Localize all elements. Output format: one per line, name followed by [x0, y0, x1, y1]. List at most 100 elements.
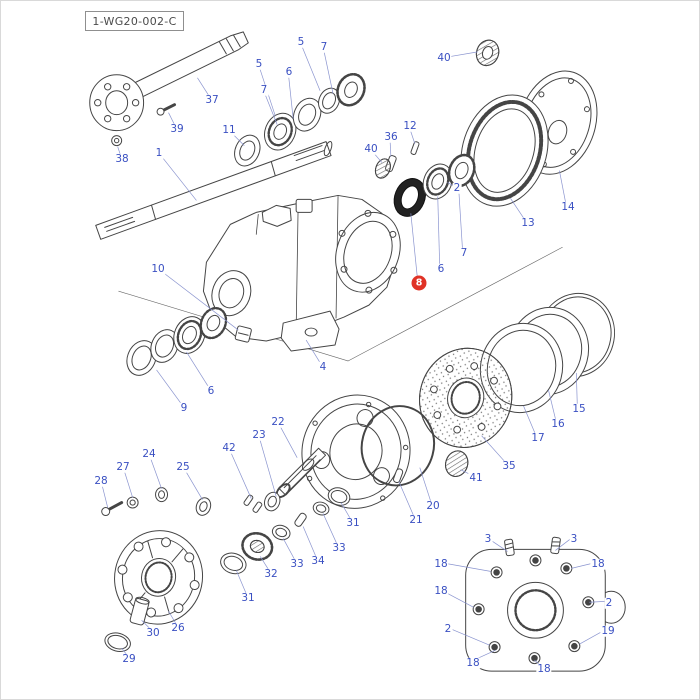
washer-23 [263, 491, 281, 512]
callout-20: 20 [425, 499, 441, 512]
sun-shaft-22 [275, 447, 327, 499]
bearing-stack-left [126, 306, 228, 376]
callout-6: 6 [436, 262, 446, 275]
bearing-right [422, 163, 453, 200]
callout-4: 4 [318, 360, 328, 373]
callout-21: 21 [408, 513, 424, 526]
pin-12 [410, 141, 420, 155]
callout-18: 18 [433, 584, 449, 597]
bearing-stack-top [234, 72, 366, 167]
o-ring-20 [360, 405, 436, 487]
callout-5: 5 [296, 35, 306, 48]
callout-39: 39 [169, 122, 185, 135]
plug-10 [234, 325, 252, 343]
callout-25: 25 [175, 460, 191, 473]
callout-9: 9 [179, 401, 189, 414]
callout-35: 35 [501, 459, 517, 472]
callout-24: 24 [141, 447, 157, 460]
callout-7: 7 [259, 83, 269, 96]
spacer-ring [318, 87, 341, 114]
bearing-cup [292, 97, 322, 132]
callout-17: 17 [530, 431, 546, 444]
drive-shaft-1 [95, 140, 333, 240]
callout-41: 41 [468, 471, 484, 484]
planet-gear-32 [241, 531, 274, 561]
callout-1: 1 [154, 146, 164, 159]
callout-13: 13 [520, 216, 536, 229]
pin-34 [294, 512, 307, 527]
ring-31a [220, 552, 247, 575]
callout-22: 22 [270, 415, 286, 428]
washer-27 [126, 496, 139, 509]
ring-31b [327, 487, 351, 506]
washer-33b [312, 501, 330, 516]
ring-11 [234, 134, 261, 167]
callout-18: 18 [536, 662, 552, 675]
callout-6: 6 [284, 65, 294, 78]
bolt-28 [101, 501, 124, 517]
bearing-cone [264, 112, 297, 151]
callout-14: 14 [560, 200, 576, 213]
pin-21 [393, 468, 404, 484]
callout-3: 3 [569, 532, 579, 545]
callout-7: 7 [319, 40, 329, 53]
callout-2: 2 [452, 181, 462, 194]
brake-disc-35 [419, 347, 513, 448]
inset-end-plate [465, 536, 626, 672]
callout-19: 19 [600, 624, 616, 637]
callout-2: 2 [604, 596, 614, 609]
stud-3b [550, 536, 561, 555]
callout-42: 42 [221, 441, 237, 454]
callout-40: 40 [363, 142, 379, 155]
callout-36: 36 [383, 130, 399, 143]
callout-2: 2 [443, 622, 453, 635]
diagram-code-box: 1-WG20-002-C [85, 11, 184, 31]
diagram-code: 1-WG20-002-C [92, 14, 177, 28]
callout-30: 30 [145, 626, 161, 639]
callout-38: 38 [114, 152, 130, 165]
callout-37: 37 [204, 93, 220, 106]
callout-10: 10 [150, 262, 166, 275]
callout-33: 33 [331, 541, 347, 554]
callout-26: 26 [170, 621, 186, 634]
pin-30 [129, 596, 150, 626]
callout-32: 32 [263, 567, 279, 580]
callout-7: 7 [459, 246, 469, 259]
callout-40: 40 [436, 51, 452, 64]
splined-gear [336, 72, 366, 107]
retainer-25 [195, 497, 212, 516]
bushing-40-top [475, 39, 500, 67]
callout-6: 6 [206, 384, 216, 397]
callout-18: 18 [465, 656, 481, 669]
callout-12: 12 [402, 119, 418, 132]
bushing-40-mid [374, 158, 391, 179]
seal-8 [393, 178, 426, 217]
stud-3a [504, 538, 515, 557]
callout-33: 33 [289, 557, 305, 570]
planet-gear-row [220, 487, 351, 575]
callout-31: 31 [345, 516, 361, 529]
callout-27: 27 [115, 460, 131, 473]
callout-28: 28 [93, 474, 109, 487]
callout-16: 16 [550, 417, 566, 430]
bolt-39 [156, 103, 176, 116]
callout-8-highlighted: 8 [411, 275, 427, 291]
snap-ring-29 [104, 632, 131, 652]
callout-15: 15 [571, 402, 587, 415]
callout-23: 23 [251, 428, 267, 441]
nut-38 [111, 135, 123, 147]
callout-11: 11 [221, 123, 237, 136]
callout-3: 3 [483, 532, 493, 545]
coupling-flange [89, 74, 145, 132]
callout-5: 5 [254, 57, 264, 70]
inset-bolts [472, 554, 595, 665]
callout-18: 18 [433, 557, 449, 570]
washer-33a [271, 524, 291, 541]
callout-34: 34 [310, 554, 326, 567]
axle-housing-4 [202, 194, 401, 352]
ring-gear-13 [460, 94, 549, 207]
callout-18: 18 [590, 557, 606, 570]
